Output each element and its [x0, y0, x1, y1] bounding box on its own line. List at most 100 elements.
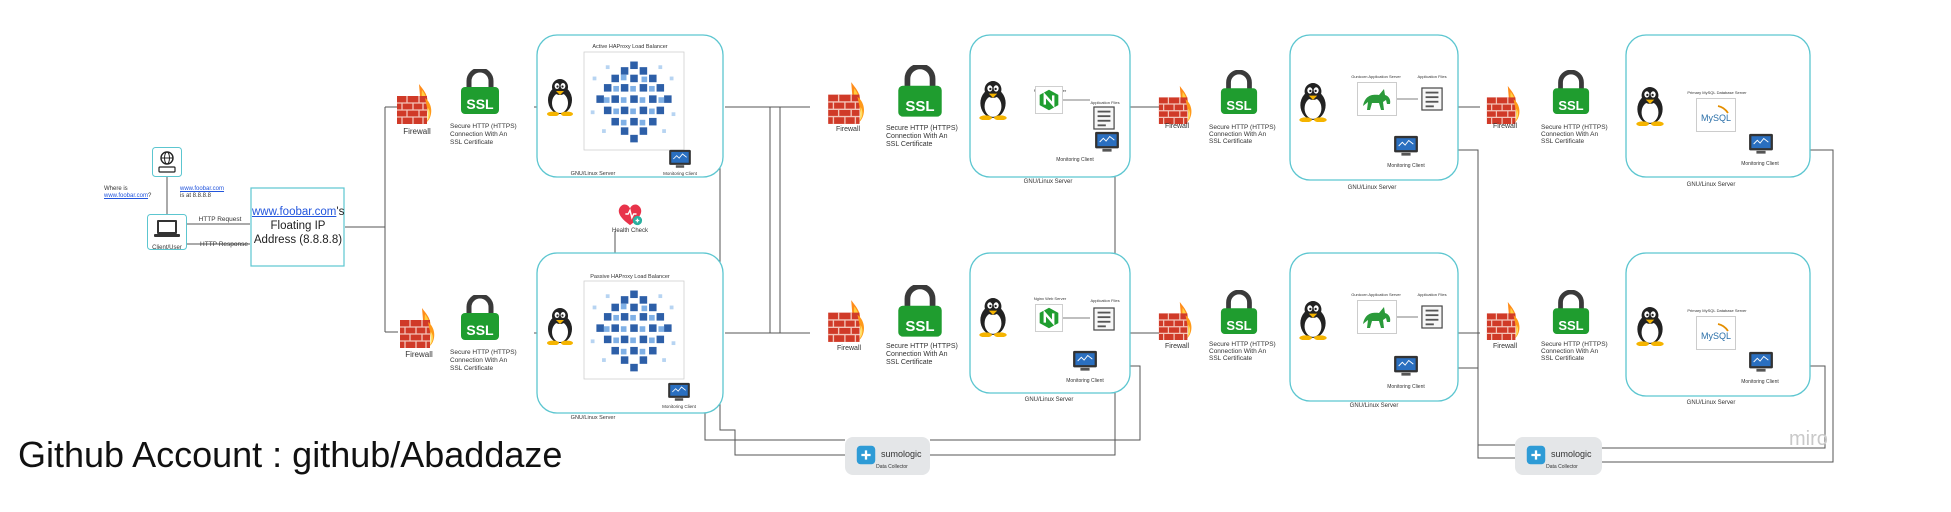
firewall-label: Firewall [403, 127, 431, 136]
firewall-label: Firewall [836, 126, 861, 133]
dns-answer-value: is at 8.8.8.8 [180, 193, 212, 199]
server-label: GNU/Linux Server [1350, 403, 1399, 409]
app-files-title: Application Files [1417, 292, 1446, 297]
sumologic-icon [856, 445, 876, 465]
app-files-title: Application Files [1417, 74, 1446, 79]
firewall-label: Firewall [837, 345, 862, 352]
app-files-title: Application Files [1090, 298, 1119, 303]
ssl-badge-label: SSL [1558, 318, 1583, 333]
sumologic-sub: Data Collector [1546, 464, 1578, 470]
server-label: GNU/Linux Server [1687, 182, 1736, 188]
floating-ip-link[interactable]: www.foobar.com [252, 206, 337, 218]
sumologic-collector[interactable]: sumologic Data Collector [845, 437, 930, 475]
health-check-label: Health Check [612, 228, 649, 234]
web-server-card[interactable]: Nginx Web Server Application Files Monit… [969, 252, 1131, 403]
mysql-label: MySQL [1701, 331, 1731, 341]
load-balancer-title: Passive HAProxy Load Balancer [590, 274, 670, 280]
server-label: GNU/Linux Server [1025, 397, 1074, 403]
gunicorn-title: Gunicorn Application Server [1351, 292, 1401, 297]
dns-question-prefix: Where is [104, 186, 128, 192]
ssl-caption-line1: Secure HTTP (HTTPS) [450, 123, 517, 130]
ssl-caption-line2: Connection With An [450, 131, 507, 138]
database-server-card[interactable]: Primary MySQL Database Server MySQL Moni… [1625, 252, 1811, 406]
nginx-icon [1035, 304, 1063, 332]
app-files-title: Application Files [1090, 100, 1119, 105]
ssl-caption-line1: Secure HTTP (HTTPS) [1209, 341, 1276, 348]
ssl-caption-line3: SSL Certificate [1541, 355, 1584, 362]
monitoring-label: Monitoring Client [1741, 161, 1779, 167]
mysql-label: MySQL [1701, 113, 1731, 123]
dns-question-link[interactable]: www.foobar.com [104, 193, 149, 199]
ssl-caption-line1: Secure HTTP (HTTPS) [1541, 341, 1608, 348]
sumologic-collector[interactable]: sumologic Data Collector [1515, 437, 1602, 475]
gunicorn-icon [1357, 300, 1397, 334]
document-icon [1093, 106, 1115, 130]
monitoring-label: Monitoring Client [1387, 163, 1425, 169]
app-server-card[interactable]: Gunicorn Application Server Application … [1289, 252, 1459, 409]
ssl-caption-line3: SSL Certificate [450, 365, 493, 372]
floating-ip-label: www.foobar.com's Floating IP Address (8.… [252, 205, 344, 247]
app-server-card[interactable]: Gunicorn Application Server Application … [1289, 34, 1459, 191]
client-area: Client/User HTTP Request HTTP Response [147, 147, 248, 251]
ssl-badge-label: SSL [466, 322, 494, 338]
monitoring-label: Monitoring Client [662, 404, 697, 409]
monitoring-label: Monitoring Client [1056, 157, 1094, 163]
ssl-caption-line1: Secure HTTP (HTTPS) [886, 125, 958, 132]
ssl-caption-line3: SSL Certificate [1541, 138, 1584, 145]
ssl-caption-line3: SSL Certificate [1209, 355, 1252, 362]
floating-ip-line2: Floating IP [270, 220, 326, 232]
gunicorn-icon [1357, 82, 1397, 116]
document-icon [1093, 307, 1115, 331]
firewall-label: Firewall [1493, 123, 1518, 130]
ssl-caption-line2: Connection With An [1209, 348, 1266, 355]
server-label: GNU/Linux Server [571, 415, 616, 421]
ssl-badge-label: SSL [1226, 318, 1251, 333]
ssl-caption-line2: Connection With An [1541, 348, 1598, 355]
server-label: GNU/Linux Server [1348, 185, 1397, 191]
http-request-label: HTTP Request [199, 216, 242, 223]
ssl-caption-line2: Connection With An [886, 351, 948, 358]
monitoring-label: Monitoring Client [1387, 384, 1425, 390]
floating-ip-suffix: 's [336, 206, 345, 218]
ssl-caption-line1: Secure HTTP (HTTPS) [1209, 124, 1276, 131]
monitoring-label: Monitoring Client [1066, 378, 1104, 384]
dns-answer-text: www.foobar.com is at 8.8.8.8 [180, 186, 240, 200]
dns-answer-link[interactable]: www.foobar.com [180, 186, 225, 192]
load-balancer-title: Active HAProxy Load Balancer [592, 44, 667, 50]
ssl-caption-line2: Connection With An [1541, 131, 1598, 138]
gunicorn-title: Gunicorn Application Server [1351, 74, 1401, 79]
ssl-caption-line3: SSL Certificate [886, 359, 933, 366]
monitoring-label: Monitoring Client [663, 171, 698, 176]
nginx-title: Nginx Web Server [1034, 296, 1067, 301]
ssl-caption-line3: SSL Certificate [886, 141, 933, 148]
ssl-caption-line2: Connection With An [886, 133, 948, 140]
document-icon [1421, 305, 1443, 329]
ssl-caption-line1: Secure HTTP (HTTPS) [450, 349, 517, 356]
github-account-caption: Github Account : github/Abaddaze [18, 434, 563, 475]
sumologic-name: sumologic [881, 449, 922, 459]
active-load-balancer-card[interactable]: Active HAProxy Load Balancer GNU/Linux S… [536, 34, 724, 178]
nginx-icon [1035, 86, 1063, 114]
passive-load-balancer-card[interactable]: Passive HAProxy Load Balancer GNU/Linux … [536, 252, 724, 421]
sumologic-sub: Data Collector [876, 464, 908, 470]
ssl-badge-label: SSL [466, 96, 494, 112]
ssl-caption-line3: SSL Certificate [450, 139, 493, 146]
miro-watermark: miro [1789, 428, 1828, 450]
ssl-badge-label: SSL [905, 98, 934, 115]
dns-question-text: Where is www.foobar.com? [104, 186, 164, 200]
web-server-card[interactable]: Nginx Web Server Application Files Monit… [969, 34, 1131, 185]
sumologic-icon [1526, 445, 1546, 465]
server-label: GNU/Linux Server [571, 171, 616, 177]
dns-question-suffix: ? [148, 193, 152, 199]
floating-ip-box[interactable] [250, 187, 345, 267]
database-server-card[interactable]: Primary MySQL Database Server MySQL Moni… [1625, 34, 1811, 188]
ssl-badge-label: SSL [1226, 98, 1251, 113]
firewall-label: Firewall [1493, 343, 1518, 350]
client-label: Client/User [152, 245, 182, 251]
server-label: GNU/Linux Server [1687, 400, 1736, 406]
ssl-badge-label: SSL [905, 318, 934, 335]
ssl-caption-line3: SSL Certificate [1209, 138, 1252, 145]
document-icon [1421, 87, 1443, 111]
firewall-label: Firewall [1165, 123, 1190, 130]
